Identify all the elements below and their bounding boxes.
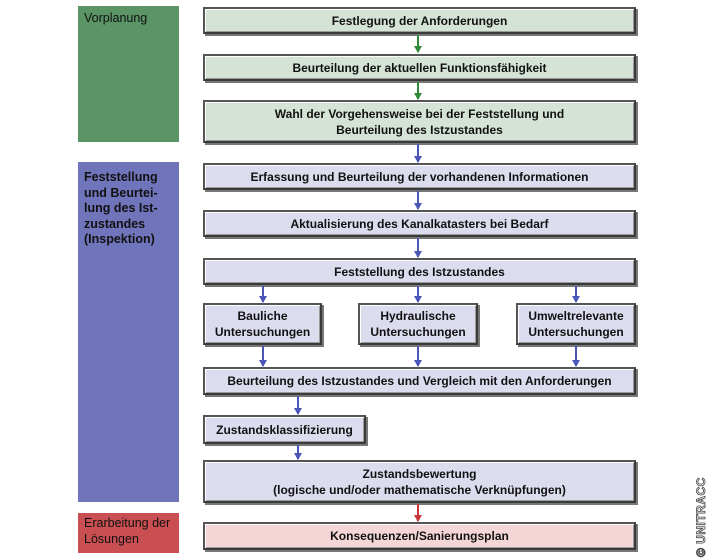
phase-feststellung-line: lung des Ist- [84,201,158,215]
phase-vorplanung-label: Vorplanung [84,11,148,25]
step-erfassung-label: Erfassung und Beurteilung der vorhandene… [250,169,589,184]
phase-vorplanung: Vorplanung [78,6,179,142]
step-umwelt-line: Untersuchungen [528,325,624,339]
phase-feststellung-line: zustandes [84,216,146,231]
phase-feststellung-line: Feststellung [84,170,158,184]
step-bauliche-line: Untersuchungen [214,325,311,339]
step-zustandsbewertung-line: (logische und/oder mathematische Verknüp… [273,482,566,497]
step-bauliche-untersuchungen: Bauliche Untersuchungen [203,303,322,345]
step-wahl-line: Wahl der Vorgehensweise bei der Feststel… [274,106,565,121]
arrow-down-icon [572,286,580,303]
arrow-down-icon [414,191,422,210]
step-hydraulische-untersuchungen: Hydraulische Untersuchungen [358,303,478,345]
step-beurteilung-vergleich-label: Beurteilung des Istzustandes und Verglei… [227,374,612,388]
step-wahl-vorgehensweise: Wahl der Vorgehensweise bei der Feststel… [203,100,636,143]
step-festlegung: Festlegung der Anforderungen [203,7,636,34]
copyright-notice: © UNITRACC [694,477,709,558]
step-beurteilung-funktion-label: Beurteilung der aktuellen Funktionsfähig… [292,60,547,75]
phase-feststellung-line: und Beurtei- [84,185,158,200]
phase-erarbeitung-line: Erarbeitung der [84,516,171,530]
step-aktualisierung: Aktualisierung des Kanalkatasters bei Be… [203,210,636,237]
step-erfassung: Erfassung und Beurteilung der vorhandene… [203,163,636,190]
arrow-down-icon [294,445,302,460]
arrow-down-icon [259,346,267,367]
phase-feststellung-line: (Inspektion) [84,232,155,246]
arrow-down-icon [414,35,422,53]
step-zustandsklassifizierung-label: Zustandsklassifizierung [216,422,353,437]
step-zustandsklassifizierung: Zustandsklassifizierung [203,415,366,444]
step-feststellung-istzustand: Feststellung des Istzustandes [203,258,636,285]
phase-erarbeitung-line: Lösungen [84,531,139,546]
arrow-down-icon [259,286,267,303]
step-konsequenzen: Konsequenzen/Sanierungsplan [203,522,636,550]
step-bauliche-line: Bauliche [237,309,288,323]
arrow-down-icon [294,396,302,415]
arrow-down-icon [414,238,422,258]
arrow-down-icon [414,286,422,303]
phase-feststellung: Feststellung und Beurtei- lung des Ist- … [78,162,179,502]
arrow-down-icon [414,504,422,522]
step-aktualisierung-label: Aktualisierung des Kanalkatasters bei Be… [290,216,549,231]
step-umwelt-line: Umweltrelevante [528,309,624,323]
step-zustandsbewertung: Zustandsbewertung (logische und/oder mat… [203,460,636,503]
arrow-down-icon [414,144,422,163]
arrow-down-icon [414,82,422,100]
step-feststellung-istzustand-label: Feststellung des Istzustandes [334,264,505,279]
step-zustandsbewertung-line: Zustandsbewertung [362,466,477,481]
step-wahl-line: Beurteilung des Istzustandes [336,122,503,137]
arrow-down-icon [414,346,422,367]
step-hydraulische-line: Untersuchungen [370,325,466,339]
step-hydraulische-line: Hydraulische [380,309,456,323]
arrow-down-icon [572,346,580,367]
step-festlegung-label: Festlegung der Anforderungen [331,13,508,28]
phase-erarbeitung: Erarbeitung der Lösungen [78,513,179,553]
step-umweltrelevante-untersuchungen: Umweltrelevante Untersuchungen [516,303,636,345]
step-konsequenzen-label: Konsequenzen/Sanierungsplan [330,529,509,543]
step-beurteilung-vergleich: Beurteilung des Istzustandes und Verglei… [203,367,636,395]
step-beurteilung-funktion: Beurteilung der aktuellen Funktionsfähig… [203,54,636,81]
